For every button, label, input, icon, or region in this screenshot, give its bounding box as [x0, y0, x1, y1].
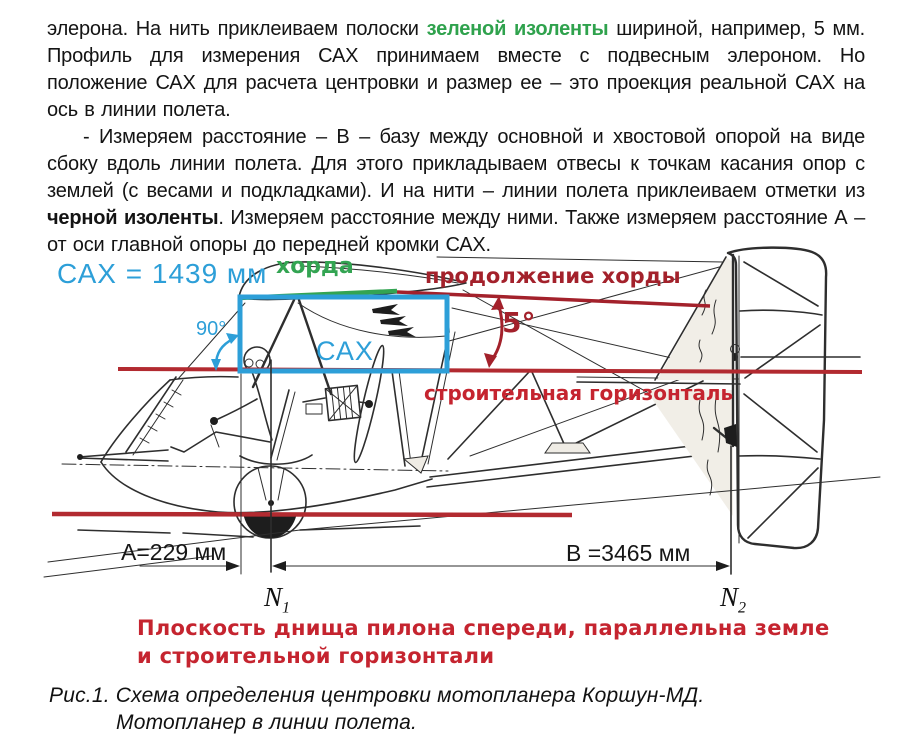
- figure-caption-line1: Рис.1. Схема определения центровки мотоп…: [49, 684, 705, 707]
- pylon-note-line1: Плоскость днища пилона спереди, параллел…: [137, 616, 830, 640]
- dim-b-arrow-left-icon: [272, 561, 286, 571]
- angle-5-arc: [489, 302, 504, 362]
- dim-a-label: A=229 мм: [121, 539, 227, 565]
- measurement-lines: [139, 359, 732, 575]
- dim-a-arrow-icon: [226, 561, 240, 571]
- mac-box-label: САХ: [316, 336, 374, 366]
- plumb-point-n1-label: N1: [264, 582, 291, 617]
- angle-5-label: 5°: [502, 306, 536, 339]
- body-text: элерона. На нить приклеиваем полоски зел…: [47, 16, 865, 259]
- angle-5-arrow-down-icon: [484, 353, 497, 368]
- plumb-point-n2-label: N2: [720, 582, 747, 617]
- pylon-note-line2: и строительной горизонтали: [137, 644, 495, 668]
- paragraph-1: элерона. На нить приклеиваем полоски зел…: [47, 18, 865, 121]
- dim-b-arrow-right-icon: [716, 561, 730, 571]
- paragraph-2: - Измеряем расстояние – В – базу между о…: [47, 126, 865, 256]
- mac-value-label: САХ = 1439 мм: [57, 258, 268, 289]
- angle-90-arrow-up-icon: [226, 333, 239, 344]
- chord-label: хорда: [276, 254, 354, 279]
- angle-90-arrow-down-icon: [211, 359, 221, 371]
- mac-box: [211, 294, 450, 374]
- chord-extension-line: [396, 290, 711, 308]
- construction-horizontal-label: строительная горизонталь: [424, 381, 734, 405]
- aircraft-drawing: [43, 246, 881, 578]
- chord-extension-label: продолжение хорды: [425, 264, 681, 288]
- angle-5-arrow-up-icon: [491, 296, 504, 310]
- angle-90-label: 90°: [196, 318, 227, 340]
- figure-caption-line2: Мотопланер в линии полета.: [116, 711, 418, 734]
- dim-b-label: B =3465 мм: [566, 540, 691, 566]
- construction-horizontal-line: [117, 367, 863, 374]
- pylon-bottom-plane-line: [51, 511, 573, 518]
